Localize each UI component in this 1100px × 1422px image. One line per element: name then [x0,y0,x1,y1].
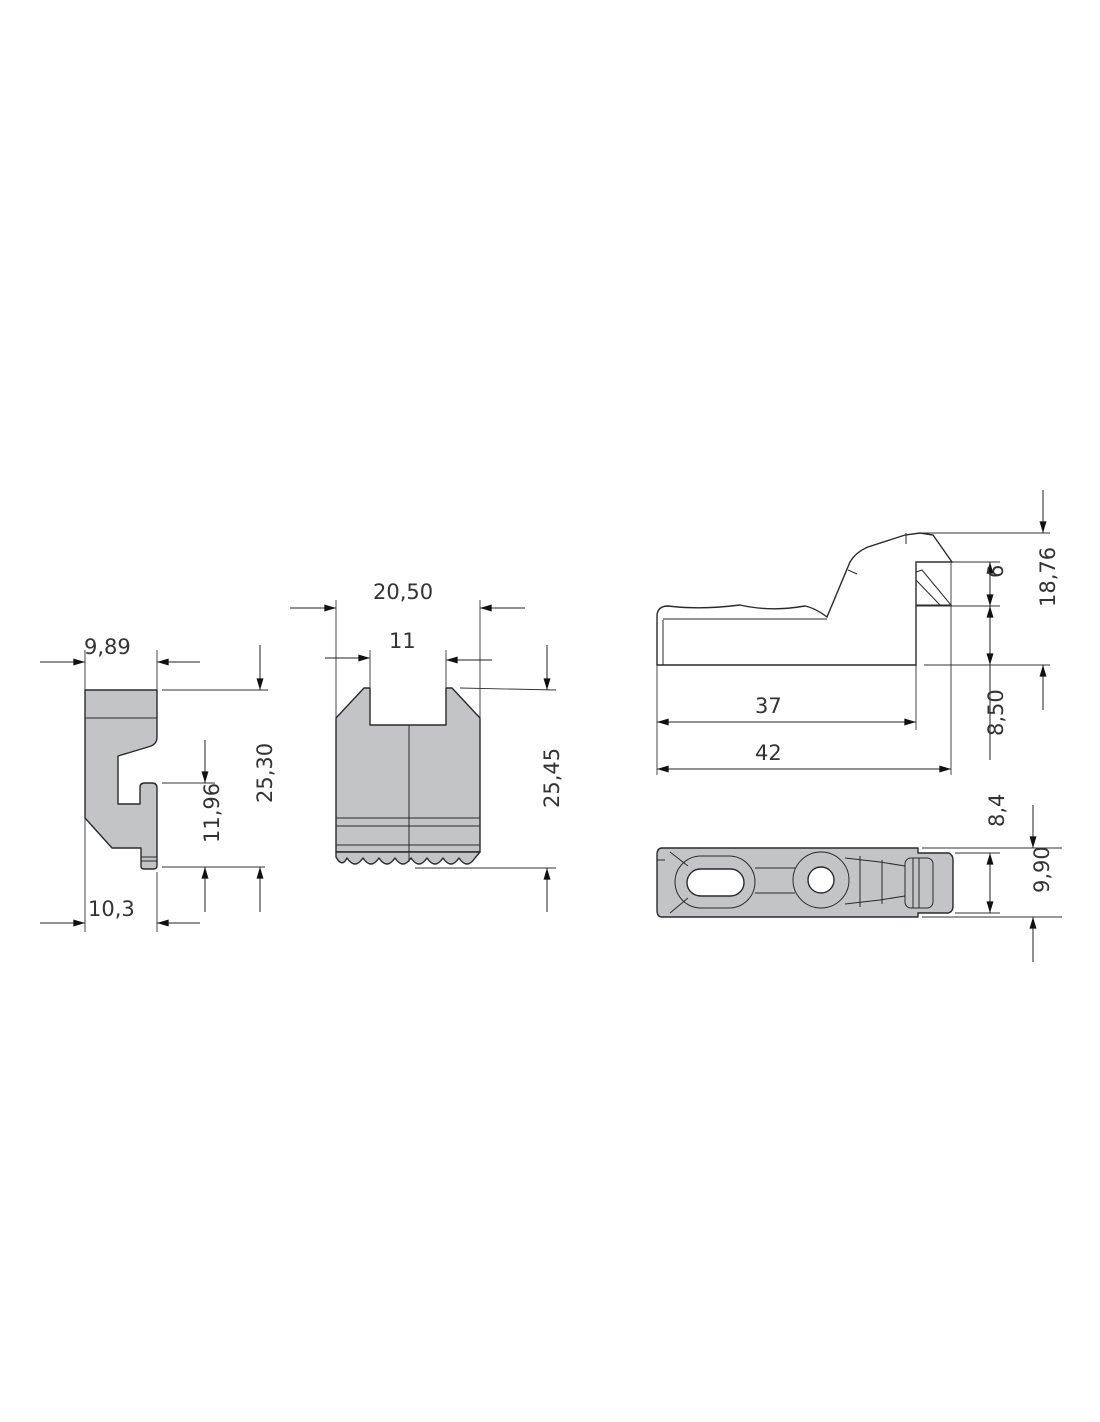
dim-label: 37 [755,694,782,718]
dim-width-bottom: 10,3 [40,818,200,932]
dim-label: 25,30 [253,743,277,803]
dim-length-total: 42 [657,562,952,775]
slot-hole [686,868,745,897]
round-hole [807,866,835,894]
profile-view: 37 42 6 8,50 18,76 [656,490,1060,775]
dim-total-height: 25,30 [162,645,277,912]
top-view: 8,4 9,90 [656,794,1062,962]
dim-profile-height: 18,76 [920,490,1060,710]
dim-top-upper: 8,4 [922,794,1062,849]
dim-slot-width: 11 [325,629,492,688]
side-view: 9,89 10,3 11,96 25,30 [40,635,277,932]
dim-label: 11 [389,629,416,653]
dim-label: 11,96 [200,783,224,843]
dim-top-width: 9,90 [922,846,1062,962]
front-view: 20,50 11 25,45 [290,580,564,912]
dim-label: 8,4 [985,794,1009,827]
dim-jaw-height: 25,45 [415,645,564,912]
dim-offset: 8,50 [984,606,1008,760]
dim-tip-height: 6 [916,561,1008,607]
dim-label: 25,45 [540,748,564,808]
jaw-part [335,687,481,853]
dim-label: 9,89 [84,635,131,659]
dim-label: 20,50 [373,580,433,604]
dim-length-inner: 37 [656,665,917,775]
jaw-teeth [335,851,481,865]
dim-width-top: 9,89 [40,635,200,690]
hook-part [84,689,158,870]
dim-label: 10,3 [88,897,135,921]
profile-part [656,532,954,666]
dim-label: 8,50 [984,689,1008,736]
dim-label: 6 [984,565,1008,578]
dim-total-width: 20,50 [290,580,525,718]
dim-label: 42 [755,741,782,765]
dim-hook-height: 11,96 [162,740,265,912]
dim-label: 9,90 [1030,846,1054,893]
dim-label: 18,76 [1036,547,1060,607]
